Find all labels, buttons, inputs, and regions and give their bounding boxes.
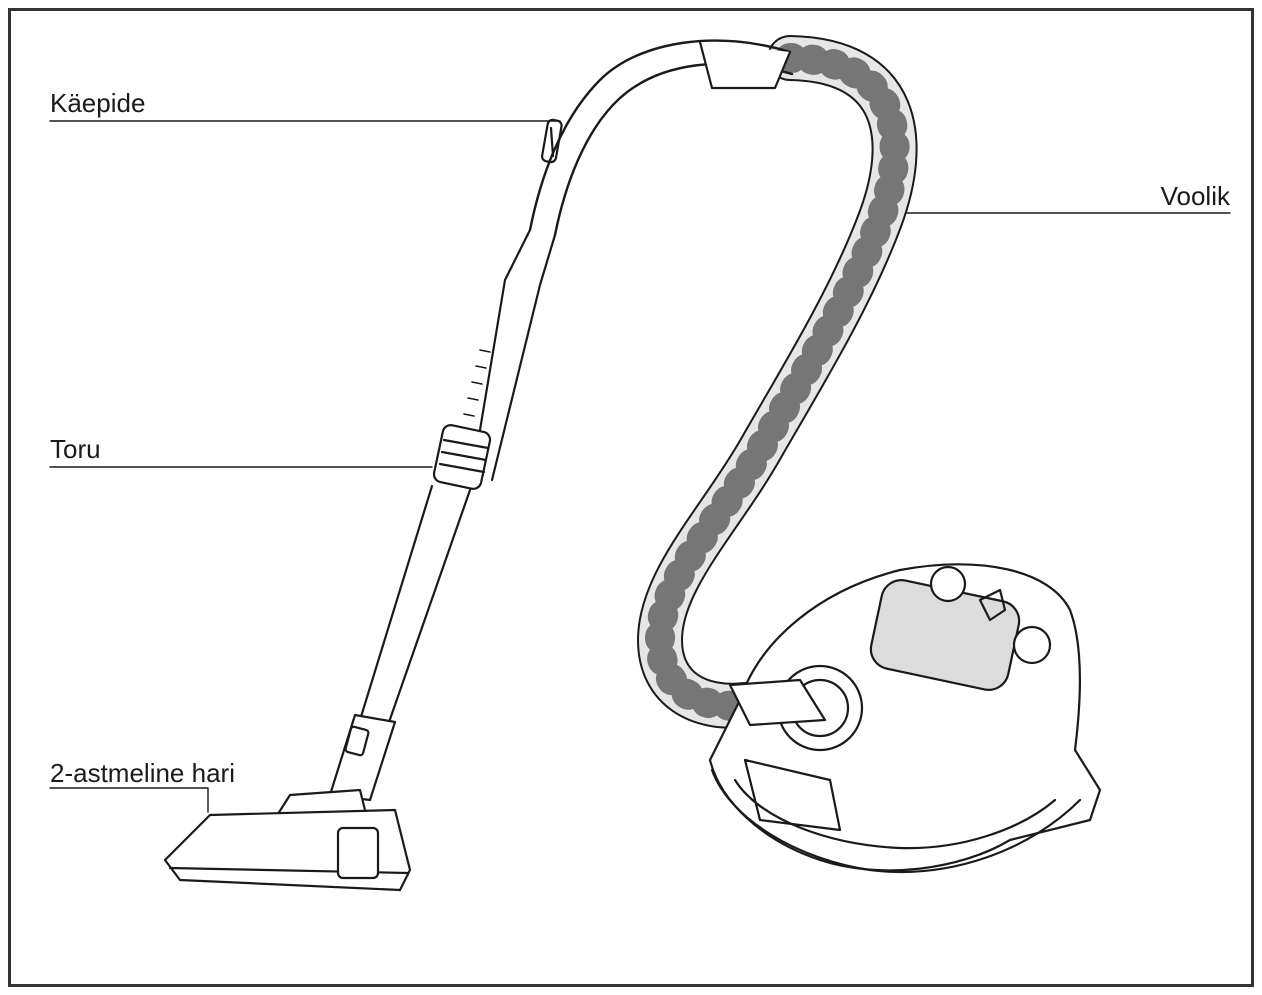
tube <box>358 228 557 727</box>
label-tube: Toru <box>50 434 101 464</box>
power-button-icon <box>929 565 967 603</box>
label-hose: Voolik <box>1160 181 1230 211</box>
diagram-frame <box>8 8 1254 987</box>
label-handle: Käepide <box>50 88 146 118</box>
hose <box>637 35 918 729</box>
handle <box>528 39 794 237</box>
cord-rewind-button-icon <box>1012 625 1052 665</box>
vacuum-body <box>708 563 1102 874</box>
label-brush: 2-astmeline hari <box>50 758 235 788</box>
two-step-brush <box>163 713 412 892</box>
tube-adjust-notches <box>463 349 491 417</box>
leader-line-brush <box>49 787 209 813</box>
